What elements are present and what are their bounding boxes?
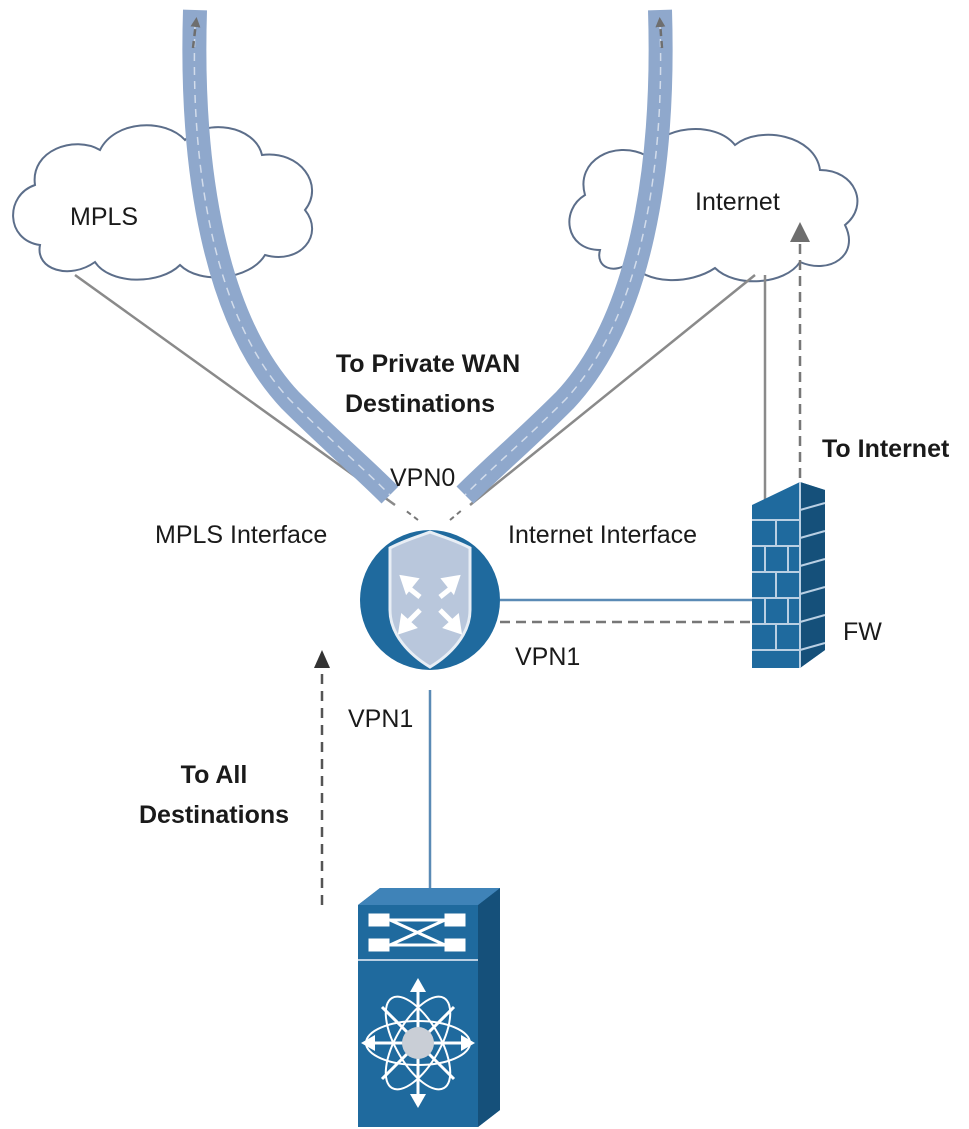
private-wan-tunnel-left bbox=[182, 9, 399, 504]
mpls-cloud-icon bbox=[12, 124, 314, 281]
vpn1-left-label: VPN1 bbox=[348, 705, 413, 733]
mpls-interface-label: MPLS Interface bbox=[155, 521, 327, 549]
all-destinations-label-line1: To All bbox=[181, 761, 248, 789]
physical-links bbox=[74, 273, 767, 507]
all-destinations-label-line2: Destinations bbox=[139, 801, 289, 829]
internet-cloud-label: Internet bbox=[695, 188, 780, 216]
private-wan-label-line2: Destinations bbox=[345, 390, 495, 418]
router-fw-link bbox=[500, 598, 800, 624]
to-internet-arrow bbox=[790, 222, 810, 622]
router-icon bbox=[360, 530, 500, 670]
private-wan-label-line1: To Private WAN bbox=[336, 350, 520, 378]
private-wan-tunnel-right bbox=[456, 9, 673, 504]
internet-interface-label: Internet Interface bbox=[508, 521, 697, 549]
vpn0-label: VPN0 bbox=[390, 464, 455, 492]
tunnel-entry-arrows bbox=[404, 509, 463, 521]
fw-label: FW bbox=[843, 618, 882, 646]
firewall-icon bbox=[752, 482, 826, 668]
mpls-cloud-label: MPLS bbox=[70, 203, 138, 231]
vpn1-right-label: VPN1 bbox=[515, 643, 580, 671]
to-all-destinations-arrow bbox=[314, 650, 330, 905]
to-internet-label: To Internet bbox=[822, 435, 950, 463]
switch-icon bbox=[358, 888, 500, 1127]
